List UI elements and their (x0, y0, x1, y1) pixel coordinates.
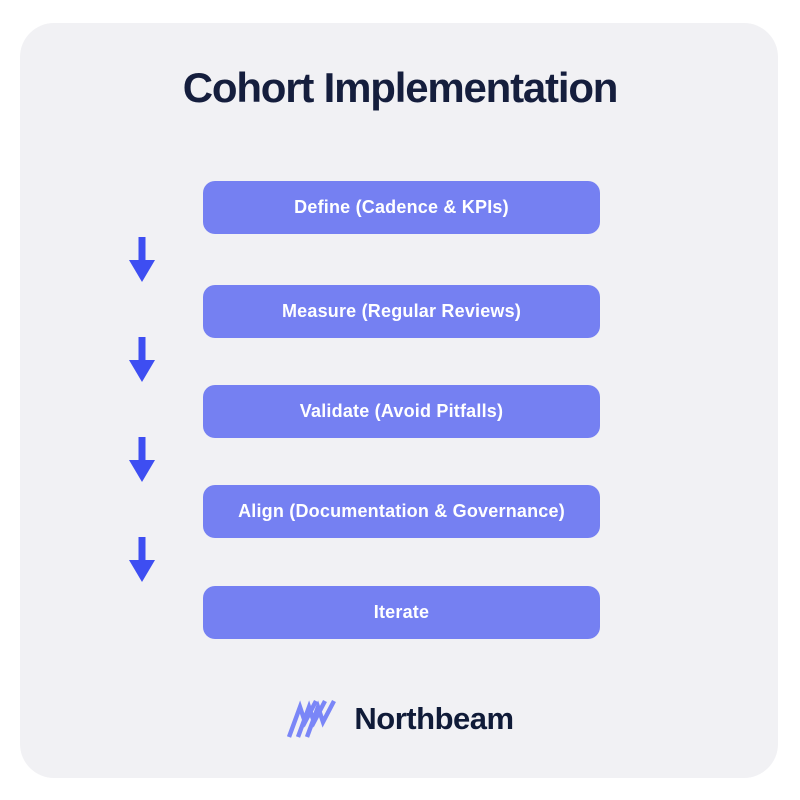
flow-step-validate: Validate (Avoid Pitfalls) (203, 385, 600, 438)
flow-step-label: Validate (Avoid Pitfalls) (299, 401, 504, 421)
arrow-down-icon (129, 437, 155, 482)
flow-step-label: Measure (Regular Reviews) (281, 301, 522, 321)
brand-logo: Northbeam (0, 698, 800, 740)
page-title: Cohort Implementation (182, 64, 619, 111)
flow-step-align: Align (Documentation & Governance) (203, 485, 600, 538)
northbeam-zigzag-icon (287, 699, 337, 738)
flow-step-define: Define (Cadence & KPIs) (203, 181, 600, 234)
brand-name: Northbeam (354, 701, 514, 736)
flow-step-label: Define (Cadence & KPIs) (294, 197, 509, 217)
arrow-down-icon (129, 337, 155, 382)
flow-step-iterate: Iterate (203, 586, 600, 639)
arrow-down-icon (129, 237, 155, 282)
arrow-down-icon (129, 537, 155, 582)
flow-step-label: Align (Documentation & Governance) (238, 501, 565, 521)
flow-step-label: Iterate (373, 602, 430, 622)
flow-step-measure: Measure (Regular Reviews) (203, 285, 600, 338)
